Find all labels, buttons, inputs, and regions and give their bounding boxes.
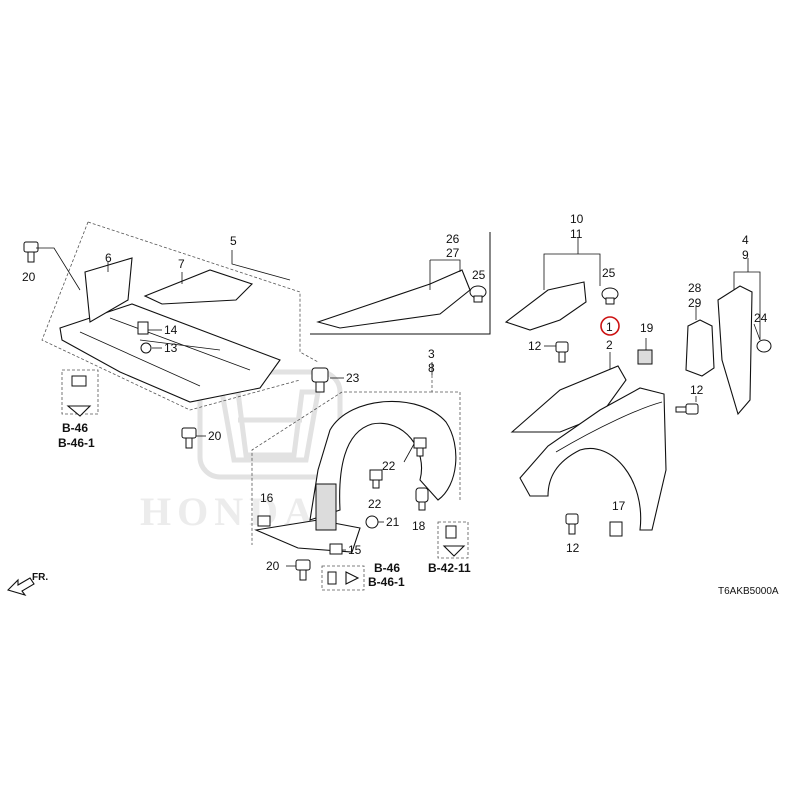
bolt-12-right[interactable] (675, 396, 699, 415)
callout-3: 3 (428, 347, 435, 361)
clip-24[interactable] (753, 323, 772, 353)
undercover-ribs (79, 317, 251, 387)
bolt-12-top[interactable] (544, 341, 569, 363)
callout-7: 7 (178, 257, 185, 271)
callout-24: 24 (754, 311, 768, 325)
upper-seal-group (504, 238, 601, 331)
ref-right-a: B-42-11 (428, 561, 471, 575)
screw-21[interactable] (365, 515, 384, 529)
callout-4: 4 (742, 233, 749, 247)
callout-14: 14 (164, 323, 178, 337)
screw-13[interactable] (140, 342, 162, 354)
clip-22-upper[interactable] (403, 437, 427, 463)
front-direction-arrow (6, 577, 35, 596)
ref-mid-a: B-46 (374, 561, 400, 575)
ref-arrow-right[interactable] (437, 521, 469, 559)
callout-2: 2 (606, 338, 613, 352)
fender-bracket-group (685, 258, 761, 416)
callout-19: 19 (640, 321, 654, 335)
undercover-panel[interactable] (59, 303, 281, 403)
clip-25-left[interactable] (469, 285, 487, 303)
front-fender-group (510, 352, 667, 531)
callout-28: 28 (688, 281, 702, 295)
callout-6: 6 (105, 251, 112, 265)
seal-group-frame (310, 232, 491, 335)
part-7-undercover-plate[interactable] (143, 269, 254, 305)
callout-21: 21 (386, 515, 400, 529)
callout-25-left: 25 (472, 268, 486, 282)
fastener-20-top[interactable] (23, 241, 81, 291)
callout-27: 27 (446, 246, 460, 260)
callout-8: 8 (428, 361, 435, 375)
callout-17: 17 (612, 499, 626, 513)
callout-18: 18 (412, 519, 426, 533)
fastener-20-mid[interactable] (181, 427, 206, 449)
nut-19[interactable] (637, 338, 653, 365)
bolt-12-bottom[interactable] (565, 513, 579, 535)
part-6-splash-shield[interactable] (84, 257, 133, 323)
clip-14[interactable] (137, 321, 162, 335)
callout-13: 13 (164, 341, 178, 355)
undercover-group (41, 221, 319, 411)
liner-vent-grille (315, 483, 337, 531)
callout-10: 10 (570, 212, 584, 226)
clip-17[interactable] (609, 521, 623, 537)
callout-26: 26 (446, 232, 460, 246)
clip-25-right[interactable] (601, 287, 619, 305)
callout-20-top: 20 (22, 270, 36, 284)
callout-15: 15 (348, 543, 362, 557)
callout-12-bottom: 12 (566, 541, 580, 555)
ref-left-b: B-46-1 (58, 436, 95, 450)
front-fender[interactable] (519, 387, 667, 531)
callout-22-upper: 22 (382, 459, 396, 473)
callout-1: 1 (606, 320, 613, 334)
ref-arrow-mid[interactable] (321, 565, 365, 591)
ref-left-a: B-46 (62, 421, 88, 435)
clip-16[interactable] (257, 515, 271, 527)
leader-5-6-7 (107, 250, 291, 284)
callout-25-right: 25 (602, 266, 616, 280)
clip-18[interactable] (415, 487, 429, 511)
callout-20-mid: 20 (208, 429, 222, 443)
fastener-20-bottom[interactable] (286, 559, 311, 581)
highlight-circle-part-1[interactable] (600, 316, 620, 336)
direction-label: FR. (32, 572, 48, 583)
callout-22-lower: 22 (368, 497, 382, 511)
part-28-29-seal[interactable] (685, 319, 715, 377)
callout-29: 29 (688, 296, 702, 310)
fender-liner[interactable] (309, 400, 457, 521)
fender-body-line (555, 401, 663, 453)
ref-mid-b: B-46-1 (368, 575, 405, 589)
callout-11: 11 (570, 227, 583, 241)
diagram-code: T6AKB5000A (718, 586, 779, 597)
callout-20-bottom: 20 (266, 559, 280, 573)
callout-5: 5 (230, 234, 237, 248)
grommet-23[interactable] (311, 367, 344, 393)
leader-10-11 (543, 238, 601, 290)
clip-22-lower[interactable] (369, 469, 383, 489)
fender-seal[interactable] (316, 269, 471, 329)
part-4-9-bracket[interactable] (717, 285, 753, 416)
callout-12-top: 12 (528, 339, 542, 353)
callout-16: 16 (260, 491, 274, 505)
leader-26-27 (429, 259, 461, 290)
group-5-bracket (41, 221, 319, 411)
ref-arrow-left[interactable] (61, 369, 99, 417)
clip-15[interactable] (329, 543, 346, 555)
group-3-8-bracket (251, 375, 461, 545)
leader-4-9 (733, 258, 761, 340)
callout-12-right: 12 (690, 383, 704, 397)
upper-fender-seal[interactable] (504, 281, 587, 331)
callout-23: 23 (346, 371, 360, 385)
callout-9: 9 (742, 248, 749, 262)
fender-seal-group (310, 232, 491, 335)
